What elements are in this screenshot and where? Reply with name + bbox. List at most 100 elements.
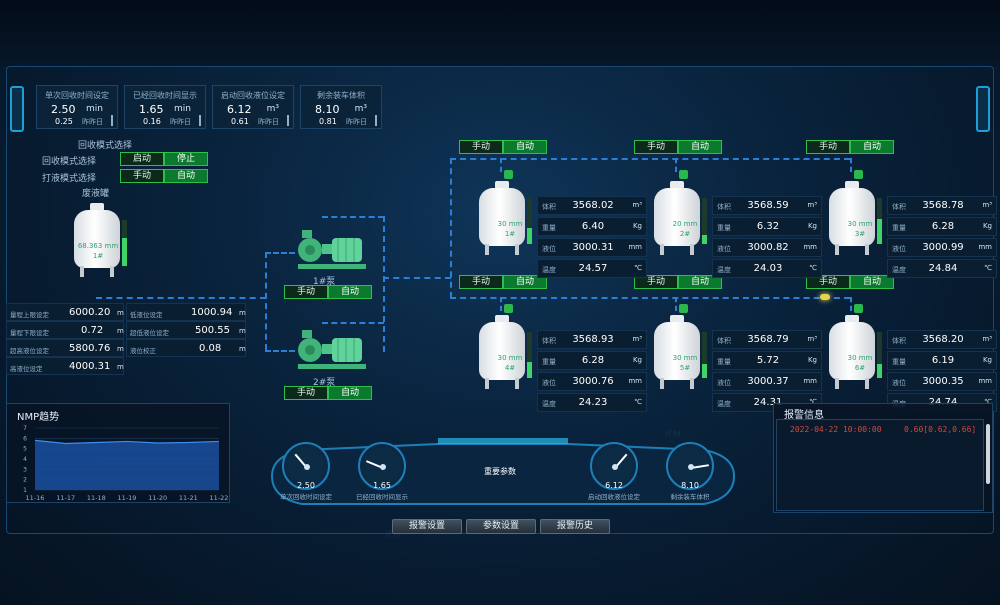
watermark: IFM <box>385 530 401 540</box>
stat-sub-value: 0.25 <box>55 117 73 126</box>
tank-leg <box>110 266 114 277</box>
stat-box: 启动回收液位设定 6.12 m³ 0.61 昨昨日 <box>212 85 294 129</box>
tank-number: 1# <box>92 252 104 260</box>
param-value[interactable]: 6000.20 <box>69 307 111 318</box>
gauge-value: 6.12 <box>605 481 623 490</box>
line-series <box>34 439 220 445</box>
watermark: IFM <box>665 430 681 440</box>
tank-level: 30 mm <box>847 354 873 362</box>
param-value[interactable]: 0.72 <box>81 325 104 336</box>
gauge-label: 剩余装车体积 <box>670 493 710 501</box>
gauge-hub <box>304 464 310 470</box>
tank-cap <box>845 181 859 189</box>
pump-svg <box>298 230 366 269</box>
weight-value: 6.19 <box>931 355 955 366</box>
y-tick-label: 3 <box>23 466 27 473</box>
start-button[interactable]: 启动 <box>120 152 164 166</box>
tank-level: 20 mm <box>672 220 698 228</box>
level-bar <box>527 198 532 244</box>
stop-button[interactable]: 停止 <box>164 152 208 166</box>
y-tick-label: 5 <box>23 446 27 453</box>
param-unit: m <box>117 309 124 317</box>
mode-title: 回收模式选择 <box>78 141 133 151</box>
manual-button[interactable]: 手动 <box>120 169 164 183</box>
tank1-auto-button[interactable]: 自动 <box>503 140 547 154</box>
pump1-manual-button[interactable]: 手动 <box>284 285 328 299</box>
stat-sub-value: 0.61 <box>231 117 249 126</box>
row-label: 温度 <box>542 266 556 274</box>
stat-value: 8.10 <box>315 103 340 116</box>
row-unit: m³ <box>982 335 992 343</box>
valve-icon[interactable] <box>679 304 688 313</box>
param-value[interactable]: 0.08 <box>199 343 222 354</box>
tank4-manual-button[interactable]: 手动 <box>459 275 503 289</box>
tank-body <box>829 322 875 380</box>
storage-tank-icon: 30 mm 5# <box>652 312 707 390</box>
pump-name: 2#泵 <box>313 378 336 388</box>
alarm-scrollbar[interactable] <box>986 424 990 484</box>
x-tick-label: 11-17 <box>56 494 75 502</box>
auto-button[interactable]: 自动 <box>164 169 208 183</box>
tank1-manual-button[interactable]: 手动 <box>459 140 503 154</box>
tank4-auto-button[interactable]: 自动 <box>503 275 547 289</box>
stat-box: 已经回收时间显示 1.65 min 0.16 昨昨日 <box>124 85 206 129</box>
x-tick-label: 11-18 <box>87 494 106 502</box>
tank3-manual-button[interactable]: 手动 <box>806 140 850 154</box>
tank-body <box>829 188 875 246</box>
alarm-title: 报警信息 <box>784 410 824 421</box>
row-label: 液位 <box>542 245 556 253</box>
tank6-auto-button[interactable]: 自动 <box>850 275 894 289</box>
pump1-auto-button[interactable]: 自动 <box>328 285 372 299</box>
gauge-hub <box>612 464 618 470</box>
row-unit: Kg <box>982 222 992 230</box>
tank-leg <box>485 378 489 389</box>
param-value[interactable]: 5800.76 <box>69 343 111 354</box>
pump-icon <box>292 226 370 276</box>
row-label: 体积 <box>892 337 906 345</box>
param-settings-button[interactable]: 参数设置 <box>466 519 536 534</box>
alarm-list[interactable] <box>776 419 984 511</box>
param-value[interactable]: 1000.94 <box>191 307 233 318</box>
pipe <box>450 297 850 299</box>
row-unit: mm <box>978 243 992 251</box>
storage-tank-icon: 20 mm 2# <box>652 178 707 256</box>
tank5-auto-button[interactable]: 自动 <box>678 275 722 289</box>
pump2-manual-button[interactable]: 手动 <box>284 386 328 400</box>
tank5-manual-button[interactable]: 手动 <box>634 275 678 289</box>
valve-icon[interactable] <box>854 170 863 179</box>
row-unit: m³ <box>807 335 817 343</box>
valve-icon[interactable] <box>504 304 513 313</box>
alarm-history-button[interactable]: 报警历史 <box>540 519 610 534</box>
stat-reset: 昨昨日 <box>82 118 103 126</box>
row-label: 温度 <box>892 266 906 274</box>
pump2-auto-button[interactable]: 自动 <box>328 386 372 400</box>
level-bar <box>702 198 707 244</box>
stat-reset: 昨昨日 <box>258 118 279 126</box>
valve-icon[interactable] <box>504 170 513 179</box>
tank3-auto-button[interactable]: 自动 <box>850 140 894 154</box>
pipe <box>850 297 852 311</box>
tank6-manual-button[interactable]: 手动 <box>806 275 850 289</box>
row-unit: mm <box>628 243 642 251</box>
storage-tank-icon: 30 mm 4# <box>477 312 532 390</box>
param-value[interactable]: 500.55 <box>195 325 230 336</box>
param-unit: m <box>239 345 246 353</box>
valve-icon[interactable] <box>854 304 863 313</box>
row-unit: mm <box>803 243 817 251</box>
valve-icon[interactable] <box>679 170 688 179</box>
tank2-manual-button[interactable]: 手动 <box>634 140 678 154</box>
gauge-label: 已经回收时间显示 <box>356 493 408 501</box>
tank2-auto-button[interactable]: 自动 <box>678 140 722 154</box>
param-label: 低液位设定 <box>130 311 163 319</box>
alarm-settings-button[interactable]: 报警设置 <box>392 519 462 534</box>
level-fill <box>702 234 707 244</box>
temp-value: 24.57 <box>578 263 608 274</box>
row-label: 液位 <box>717 379 731 387</box>
param-value[interactable]: 4000.31 <box>69 361 111 372</box>
